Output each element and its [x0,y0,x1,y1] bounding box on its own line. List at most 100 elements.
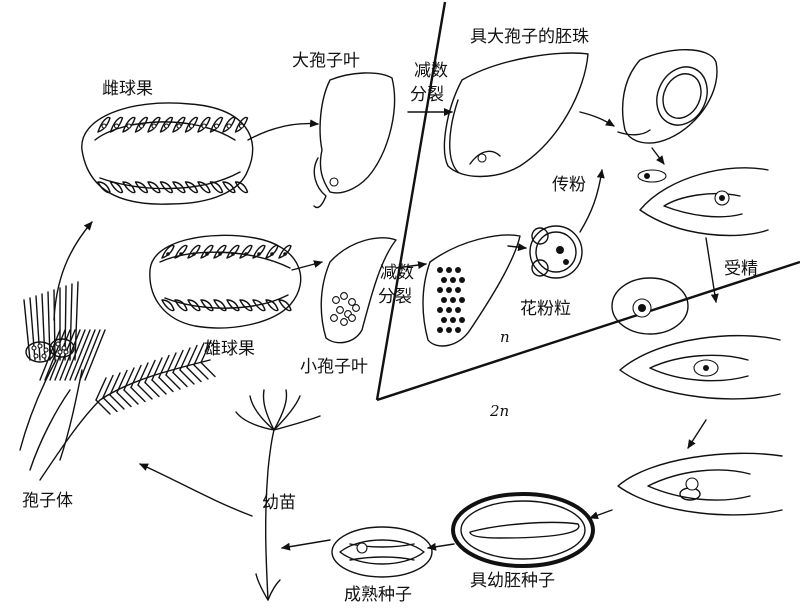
cone-scale [227,246,239,259]
pollen-dot [455,287,461,293]
sporophyte-drawing [20,282,215,480]
cone-scale [240,300,252,311]
label-seed-with-embryo: 具幼胚种子 [470,571,555,591]
pollen-dot [437,307,443,313]
cone-scale [188,246,200,259]
label-ovule-with-megaspore: 具大孢子的胚珠 [470,27,589,47]
cone-scale [266,300,278,311]
pollen-sac-dot [192,252,196,256]
microspore [337,307,344,314]
pollen-sac-dot [270,252,274,256]
pollen-dot [441,317,447,323]
ovule-dot [227,124,231,128]
ovule-dot [202,124,206,128]
label-mature-seed: 成熟种子 [344,584,412,605]
cone-scale-dot [32,346,36,350]
microspore [353,305,360,312]
pollen-sac-dot [166,252,170,256]
cone-scale [148,182,160,193]
life-cycle-arrows [54,112,716,548]
pine-needle [117,371,127,393]
microspore [349,315,356,322]
egg-drawing [612,278,688,334]
ovule-dot [102,124,106,128]
pollen-dot [450,297,456,303]
pollen-dot [437,327,443,333]
pine-needle [75,330,95,380]
pine-needle [36,296,40,360]
label-seedling: 幼苗 [262,493,296,513]
cone-scale [227,300,239,311]
label-meiosis-top-2: 分裂 [410,85,444,105]
label-microsporophyll: 小孢子叶 [300,357,368,377]
label-pollen-cone: 雄球果 [204,339,255,359]
ovule-dot [140,124,144,128]
pollen-cone-drawing [150,235,301,328]
pine-needle [80,330,100,380]
mature-seed-drawing [332,527,432,577]
cone-scale [214,300,226,311]
pollen-dot [446,287,452,293]
pollen-sac-dot [205,252,209,256]
cone-scale-dot [42,354,46,358]
pollen-dot [455,267,461,273]
pollen-sac-dot [283,252,287,256]
pollen-dot [446,307,452,313]
pollen-grain-drawing [530,226,582,278]
pollen-sac-dot [218,252,222,256]
pine-needle [173,351,183,373]
pollen-dot [437,267,443,273]
label-ovulate-cone: 雌球果 [102,79,153,99]
megasporophyll-drawing [314,73,395,208]
ovule-dot [165,124,169,128]
pine-needle [159,356,169,378]
pine-needle [30,298,35,360]
label-sporophyte: 孢子体 [22,491,73,511]
pine-needle [145,361,155,383]
ovule-dot [190,124,194,128]
pine-needle [166,353,176,375]
cone-scale [98,182,110,193]
cone-scale-dot [38,344,42,348]
cone-scale [266,246,278,259]
label-meiosis-mid-1: 减数 [380,263,414,283]
pollen-tube-drawing [638,170,666,182]
ovule-dot [115,124,119,128]
cone-scale [279,300,291,311]
cone-scale [162,300,174,311]
pollen-dot [450,277,456,283]
cone-scale-dot [44,348,48,352]
ovule-dot [177,124,181,128]
seed-with-embryo-drawing [453,494,593,566]
label-meiosis-mid-2: 分裂 [378,287,412,307]
microspore [341,319,348,326]
developing-seed-drawing [618,453,782,515]
label-meiosis-top-1: 减数 [414,61,448,81]
pollen-dot [455,307,461,313]
pine-needle [70,284,72,360]
cone-scale-dot [34,354,38,358]
ovule-dot [127,124,131,128]
cone-scale [162,246,174,259]
cone-scale [173,182,185,193]
pine-needle [103,376,113,398]
label-haploid: n [500,328,510,346]
pollen-dot [437,287,443,293]
cone-scale [161,182,173,193]
label-megasporophyll: 大孢子叶 [292,51,360,71]
pollen-dot [446,267,452,273]
ovule-with-megaspore-drawing [444,53,588,176]
diagram-labels: 雌球果 大孢子叶 减数 分裂 具大孢子的胚珠 传粉 受精 花粉粒 雄球果 小孢子… [22,27,758,605]
ovulate-cone-drawing [82,103,253,204]
ovule-pollination-drawing [618,50,717,143]
pine-needle [138,363,148,385]
pollen-sac-dot [244,252,248,256]
ovule-dot [215,124,219,128]
pollen-dot [455,327,461,333]
pollen-sac-dot [179,252,183,256]
cone-scale-dot [62,346,66,350]
cone-scale-dot [56,342,60,346]
pollen-dot [441,297,447,303]
fertilized-ovule-drawing [620,336,780,399]
pine-needle [70,330,90,380]
